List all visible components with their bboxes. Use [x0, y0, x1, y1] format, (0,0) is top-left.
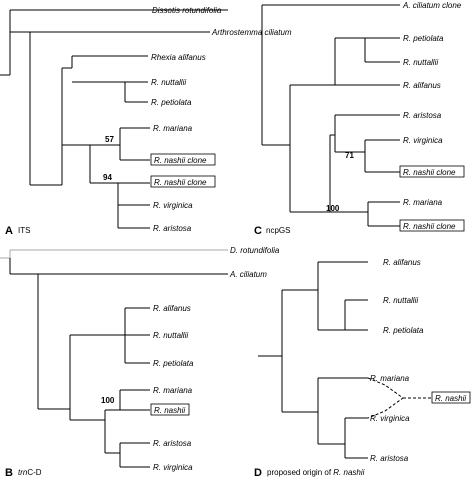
panel-d-letter: D — [254, 467, 262, 479]
panel-b-taxon: R. petiolata — [153, 359, 194, 368]
panel-d-taxon: R. alifanus — [383, 258, 421, 267]
panel-b-taxon: R. aristosa — [153, 439, 192, 448]
panel-b-taxon-boxed: R. nashii — [154, 406, 185, 415]
panel-d-taxon: R. mariana — [370, 374, 410, 383]
panel-b-nashii-box — [150, 403, 190, 416]
panel-a-taxon: R. nuttallii — [151, 78, 186, 87]
panel-c-taxon: R. virginica — [403, 136, 443, 145]
panel-a-taxon-boxed: R. nashii clone — [154, 156, 207, 165]
panel-b-taxon: R. alifanus — [153, 304, 191, 313]
panel-b-tree: D. rotundifolia A. ciliatum R. alifanus … — [0, 246, 280, 479]
panel-a-taxon: Arthrostemma ciliatum — [211, 28, 292, 37]
panel-b-branches — [9, 258, 228, 468]
panel-b-taxon: R. mariana — [153, 386, 193, 395]
panel-a-taxon-boxed: R. nashii clone — [154, 178, 207, 187]
panel-b-description: trnC-D — [18, 468, 42, 477]
panel-c-support-value: 71 — [345, 151, 354, 160]
panel-c-letter: C — [254, 225, 262, 237]
panel-c-taxon: R. nuttallii — [403, 58, 438, 67]
panel-b-taxon: R. virginica — [153, 463, 193, 472]
panel-a-taxon: Dissotis rotundifolia — [152, 6, 222, 15]
panel-a-branches — [0, 9, 228, 229]
panel-a-taxon: R. aristosa — [153, 224, 192, 233]
panel-c-branches — [261, 4, 400, 227]
panel-a-letter: A — [5, 225, 13, 237]
panel-a-description: ITS — [18, 226, 30, 235]
panel-c-taxon-boxed: R. nashii clone — [403, 222, 456, 231]
panel-d-taxon: R. petiolata — [383, 326, 424, 335]
panel-d-description: proposed origin of R. nashii — [267, 468, 365, 477]
panel-a-taxon: Rhexia alifanus — [151, 53, 206, 62]
panel-c-taxon: A. ciliatum clone — [402, 1, 462, 10]
panel-a-clone-box — [150, 175, 216, 188]
panel-b-taxon: A. ciliatum — [229, 270, 267, 279]
panel-b-taxon: R. nuttallii — [153, 331, 188, 340]
panel-c-clone-box — [399, 165, 465, 178]
panel-b-outgroup-branches — [0, 249, 228, 259]
panel-a-taxon: R. mariana — [153, 124, 193, 133]
panel-b-letter: B — [5, 467, 13, 479]
panel-a-support-value: 94 — [103, 173, 112, 182]
panel-d-tree: R. alifanus R. nuttallii R. petiolata R.… — [254, 258, 471, 479]
panel-a-tree: Dissotis rotundifolia Arthrostemma cilia… — [0, 6, 292, 237]
panel-b-taxon: D. rotundifolia — [230, 246, 280, 255]
panel-a-clone-box — [150, 153, 216, 166]
panel-c-clone-box — [399, 219, 465, 232]
panel-c-support-value: 100 — [326, 204, 340, 213]
panel-c-description: ncpGS — [266, 226, 290, 235]
panel-d-hybrid-origin-lines — [367, 377, 432, 419]
panel-d-taxon: R. nuttallii — [383, 296, 418, 305]
panel-d-nashii-box — [431, 391, 471, 404]
panel-a-taxon: R. virginica — [153, 201, 193, 210]
panel-c-taxon: R. mariana — [403, 198, 443, 207]
panel-d-branches — [258, 261, 368, 459]
panel-d-taxon: R. virginica — [370, 414, 410, 423]
panel-b-support-value: 100 — [101, 396, 115, 405]
panel-c-taxon: R. aristosa — [403, 111, 442, 120]
panel-c-tree: A. ciliatum clone R. petiolata R. nuttal… — [254, 1, 465, 237]
panel-a-taxon: R. petiolata — [151, 98, 192, 107]
panel-a-support-value: 57 — [105, 135, 114, 144]
panel-c-taxon: R. alifanus — [403, 81, 441, 90]
panel-d-taxon-boxed: R. nashii — [435, 394, 466, 403]
panel-c-taxon: R. petiolata — [403, 34, 444, 43]
panel-d-taxon: R. aristosa — [370, 454, 409, 463]
panel-c-taxon-boxed: R. nashii clone — [403, 168, 456, 177]
